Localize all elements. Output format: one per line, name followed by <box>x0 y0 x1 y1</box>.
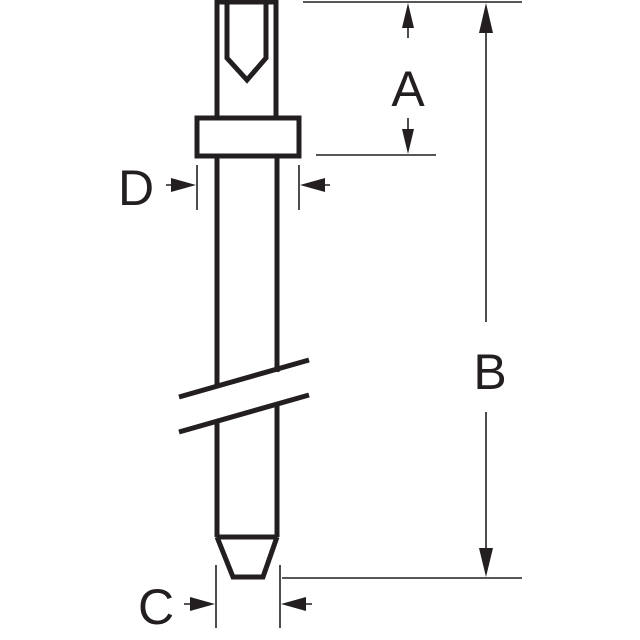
dim-c-arrow-left <box>281 597 306 611</box>
dim-c-arrow-right <box>190 597 215 611</box>
dim-a-arrow-down <box>402 129 414 154</box>
dimension-d: D <box>118 160 330 216</box>
dim-d-arrow-left <box>300 178 325 192</box>
dim-a-label: A <box>391 61 425 117</box>
dimension-c: C <box>138 579 312 635</box>
dim-b-label: B <box>473 344 506 400</box>
dim-d-label: D <box>118 160 154 216</box>
head-slot <box>224 4 269 84</box>
pin-collar <box>194 115 302 159</box>
dim-b-arrow-down <box>479 548 493 577</box>
pin-outline <box>194 0 302 580</box>
break-symbol <box>178 357 310 435</box>
pin-tip <box>214 536 280 580</box>
dimension-b: B <box>473 3 507 577</box>
dim-c-label: C <box>138 579 174 635</box>
break-line-upper <box>178 357 310 400</box>
dimension-a: A <box>391 3 425 154</box>
dim-b-arrow-up <box>479 3 493 33</box>
dim-d-arrow-right <box>171 178 196 192</box>
dim-a-arrow-up <box>402 3 414 28</box>
extension-lines <box>196 1 522 628</box>
break-line-lower <box>178 392 310 435</box>
